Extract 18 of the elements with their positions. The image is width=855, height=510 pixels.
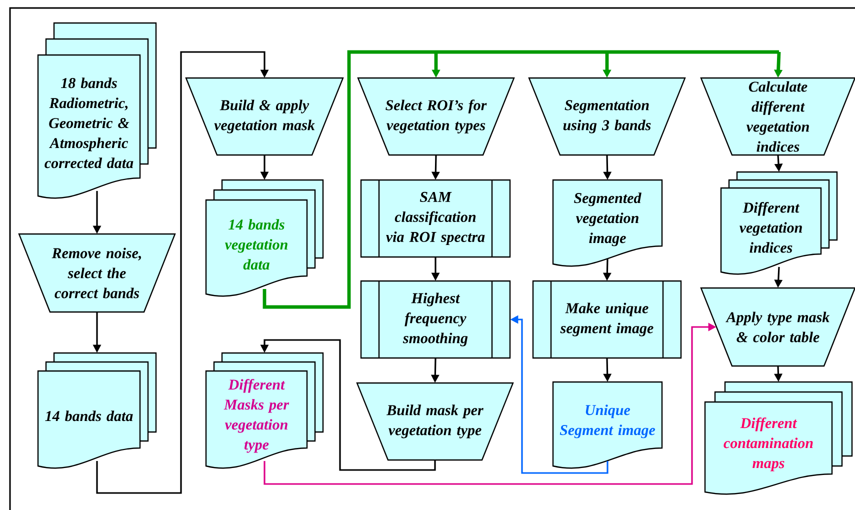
document-stack: Different contamination maps xyxy=(704,381,853,495)
arrow xyxy=(96,51,269,494)
manual-operation-box: Select ROI’s for vegetation types xyxy=(357,77,515,156)
manual-operation-box: Build mask per vegetation type xyxy=(356,382,514,461)
document-stack: 14 bands data xyxy=(37,352,157,469)
manual-operation-box: Remove noise, select the correct bands xyxy=(18,233,176,313)
document-stack: Different Masks per vegetation type xyxy=(205,352,324,469)
predefined-process-box: Highest frequency smoothing xyxy=(360,280,511,359)
document-stack: Different vegetation indices xyxy=(720,171,838,275)
manual-operation-box: Segmentation using 3 bands xyxy=(528,77,686,156)
manual-operation-box: Build & apply vegetation mask xyxy=(185,77,344,156)
manual-operation-box: Calculate different vegetation indices xyxy=(700,77,855,156)
connector-line xyxy=(262,50,779,309)
predefined-process-box: Make unique segment image xyxy=(532,280,682,359)
manual-operation-box: Apply type mask & color table xyxy=(700,287,855,367)
predefined-process-box: SAM classification via ROI spectra xyxy=(360,179,511,258)
document-stack: 14 bands vegetation data xyxy=(205,179,324,297)
document-stack: 18 bands Radiometric, Geometric & Atmospheric corrected data xyxy=(37,22,157,199)
